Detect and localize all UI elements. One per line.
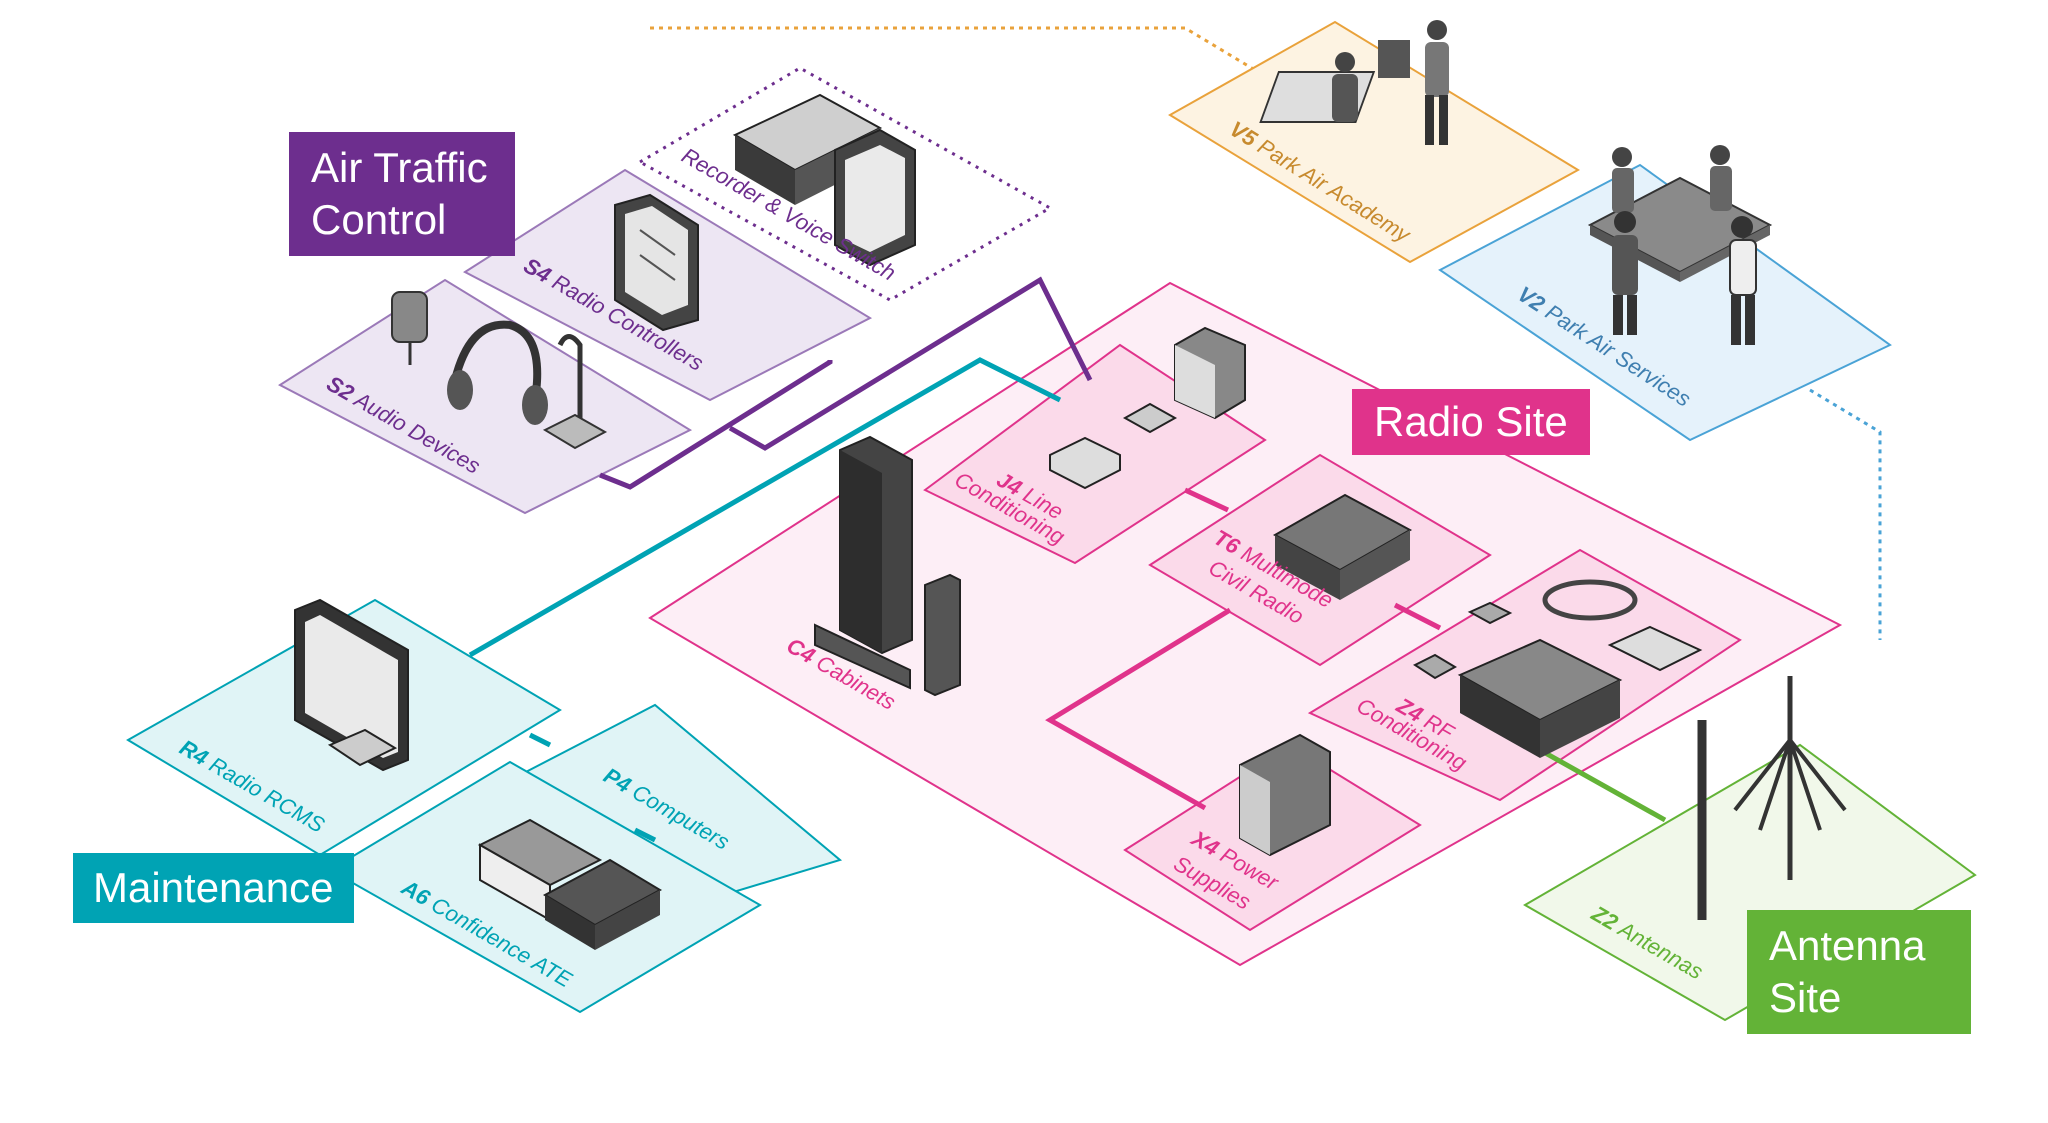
services-dotted-link <box>1809 388 1882 640</box>
recorder-voice-switch-illustration <box>732 93 916 267</box>
atc-links <box>599 276 1093 490</box>
power-supply-illustration <box>1239 733 1331 857</box>
academy-dotted-link <box>650 26 1256 72</box>
section-label-antenna-site: Antenna Site <box>1747 910 1971 1034</box>
rf-conditioning-illustration <box>1412 579 1703 758</box>
radio-links <box>1045 487 1442 811</box>
panel-v2-services <box>1438 163 1892 442</box>
rcms-monitor-illustration <box>294 598 409 772</box>
section-label-air-traffic-control: Air Traffic Control <box>289 132 515 256</box>
panel-radio-site <box>648 281 1843 967</box>
section-label-radio-site: Radio Site <box>1352 389 1590 455</box>
antenna-link <box>1538 747 1667 823</box>
panel-s2-audio-devices <box>278 278 693 515</box>
audio-devices-illustration <box>391 291 608 450</box>
antennas-illustration <box>1697 676 1847 920</box>
radio-controller-illustration <box>614 193 699 332</box>
cabinets-illustration <box>814 435 961 697</box>
civil-radio-illustration <box>1272 493 1413 600</box>
line-conditioning-illustration <box>1049 326 1246 490</box>
maintenance-links <box>468 357 1062 843</box>
section-label-maintenance: Maintenance <box>73 853 354 923</box>
panel-z2-antennas <box>1523 743 1977 1022</box>
puzzle-meeting-illustration <box>1587 145 1773 345</box>
confidence-ate-illustration <box>477 818 663 950</box>
academy-people-illustration <box>1259 20 1449 145</box>
panel-v5-academy <box>1168 20 1580 264</box>
